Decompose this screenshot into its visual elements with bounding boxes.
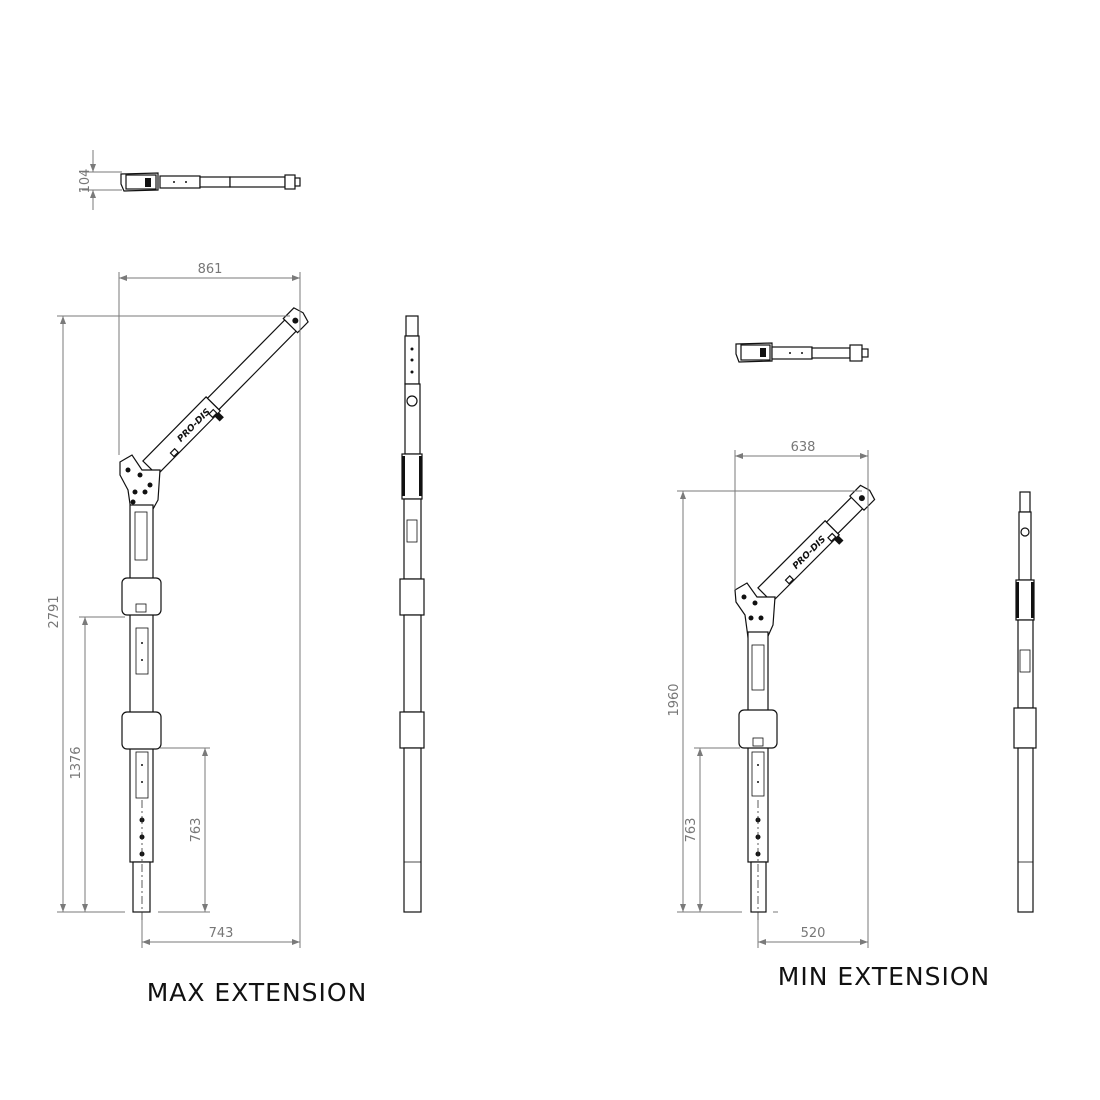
dim-520: 520 bbox=[801, 926, 826, 941]
dim-2791: 2791 bbox=[47, 595, 62, 628]
min-base-tube bbox=[750, 861, 767, 913]
min-front-view: PRO-DIS bbox=[734, 484, 876, 925]
min-extension-drawing: PRO-DIS 638 196 bbox=[667, 342, 1037, 991]
max-extension-title: MAX EXTENSION bbox=[147, 978, 368, 1007]
min-boom: PRO-DIS bbox=[757, 484, 876, 603]
dim-104: 104 bbox=[78, 169, 93, 194]
max-mast bbox=[129, 504, 154, 863]
max-boom: PRO-DIS bbox=[142, 307, 309, 476]
max-base-tube bbox=[132, 861, 151, 913]
dim-743: 743 bbox=[209, 926, 234, 941]
max-extension-drawing: 104 PRO-DIS bbox=[47, 150, 425, 1007]
max-front-view: PRO-DIS bbox=[119, 307, 309, 925]
dim-763-max: 763 bbox=[189, 818, 204, 843]
max-dimensions: 861 2791 1376 763 743 bbox=[47, 262, 301, 948]
dim-861: 861 bbox=[198, 262, 223, 277]
max-side-view bbox=[399, 315, 425, 913]
min-bracket bbox=[738, 709, 778, 749]
dim-1376: 1376 bbox=[69, 746, 84, 779]
max-bracket-lower bbox=[121, 711, 162, 750]
max-bracket-upper bbox=[121, 577, 162, 616]
min-side-view bbox=[1013, 491, 1037, 913]
dim-638: 638 bbox=[791, 440, 816, 455]
min-top-view bbox=[735, 342, 869, 363]
min-extension-title: MIN EXTENSION bbox=[778, 962, 990, 991]
min-dimensions: 638 1960 763 520 bbox=[667, 440, 869, 948]
dim-1960: 1960 bbox=[667, 683, 682, 716]
dim-763-min: 763 bbox=[684, 818, 699, 843]
max-top-view: 104 bbox=[78, 150, 301, 210]
